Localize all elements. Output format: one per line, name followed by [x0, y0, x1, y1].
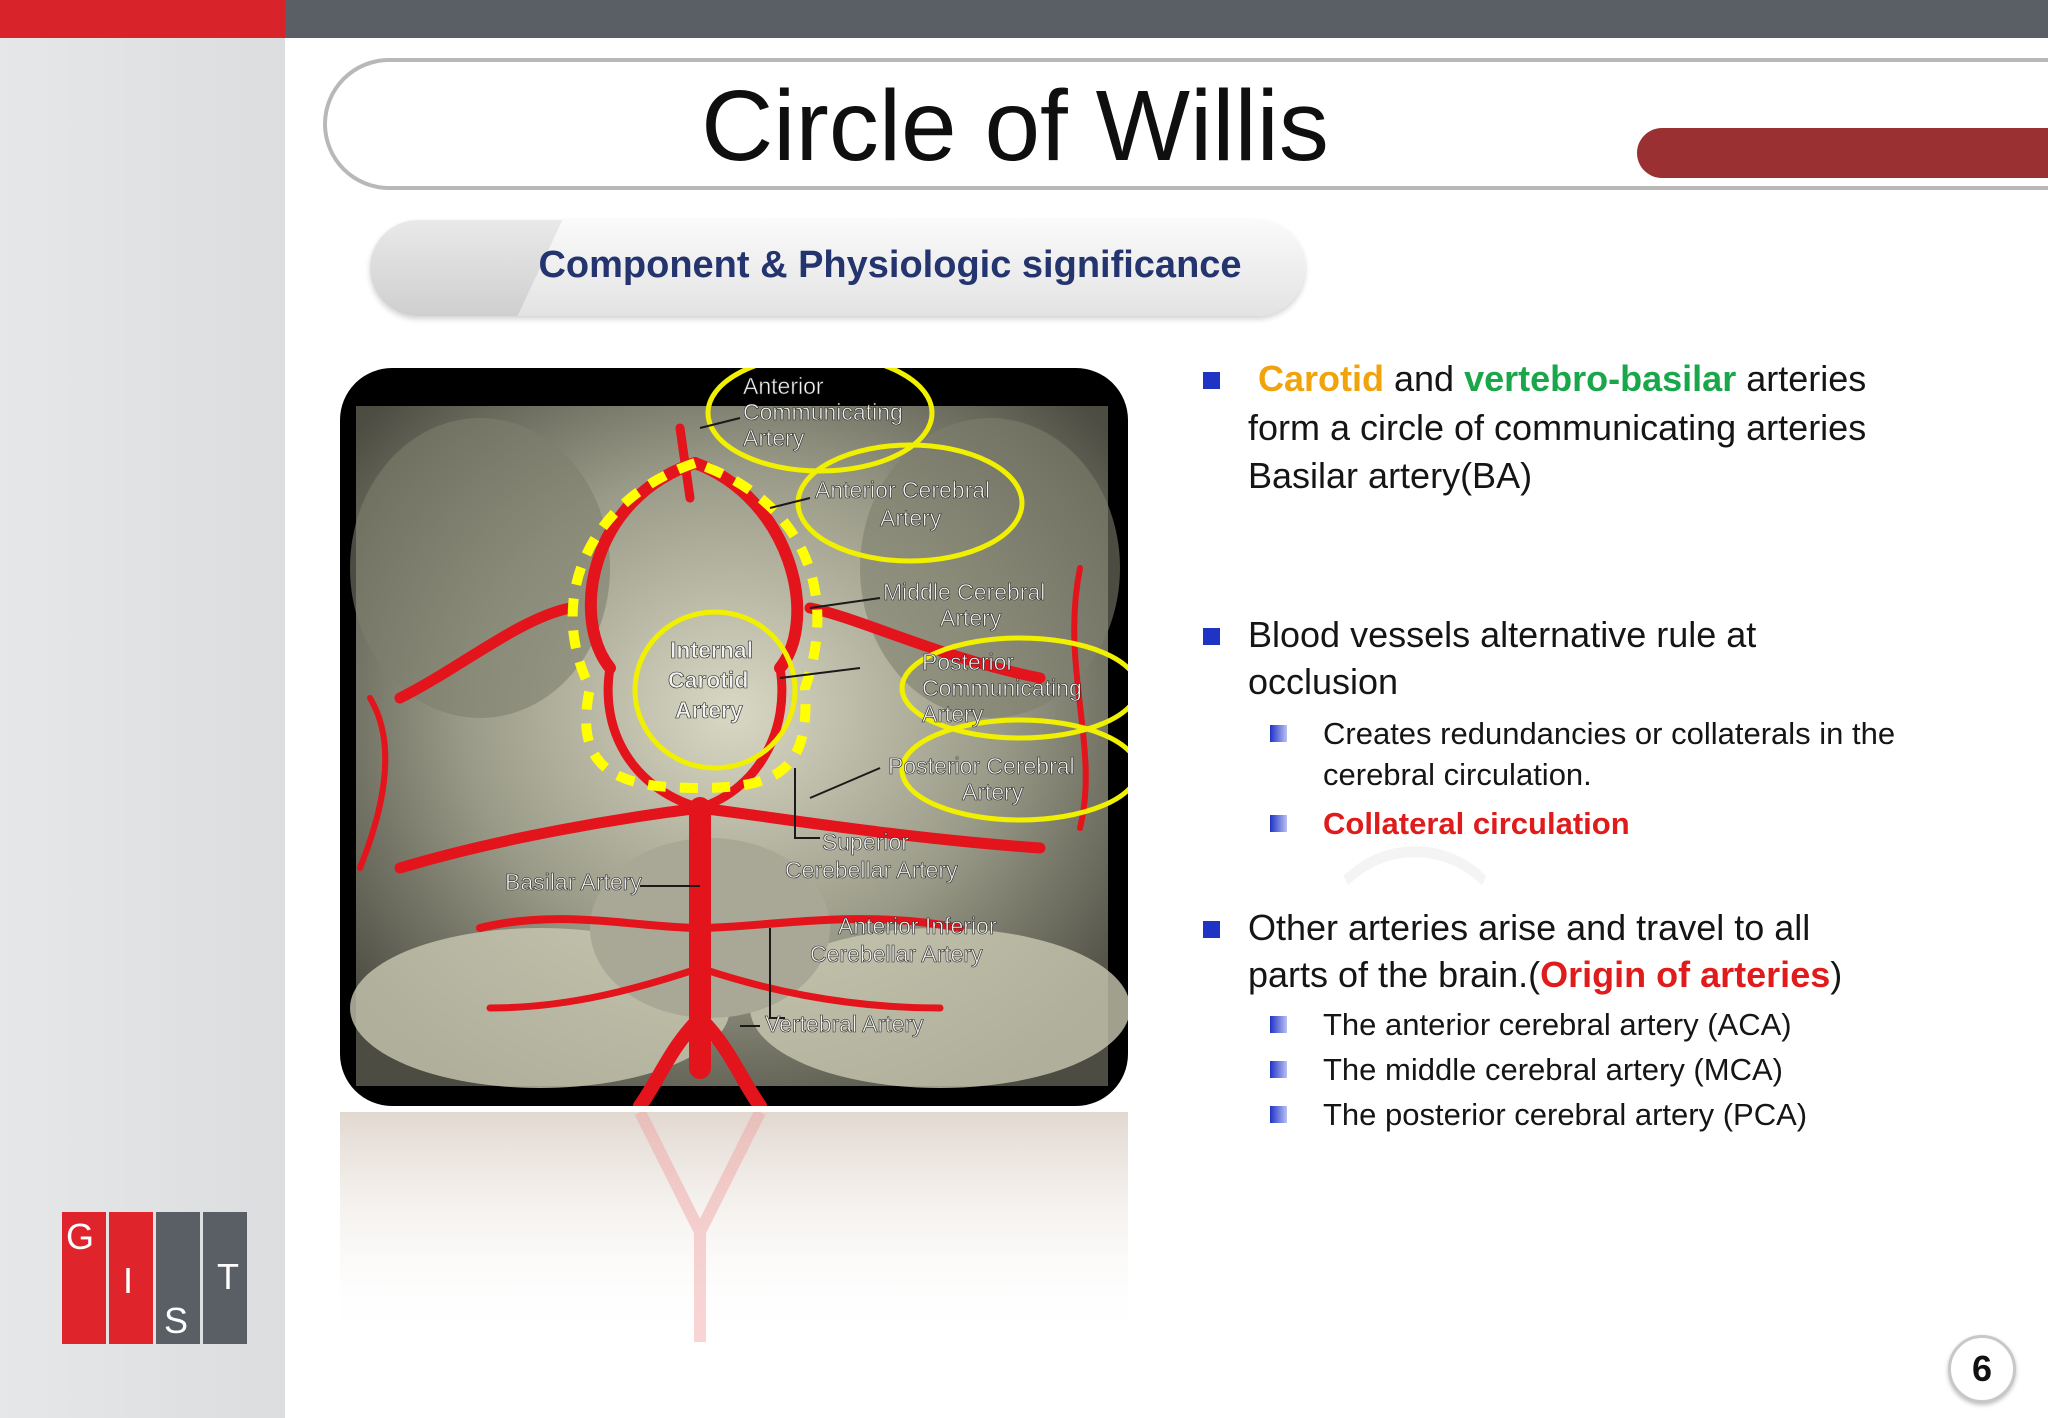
label-mca-1: Middle Cerebral: [883, 579, 1045, 605]
circle-of-willis-outline: [567, 457, 823, 794]
header-bar: [285, 0, 2048, 38]
peripheral-vessel-left: [357, 695, 389, 871]
bullet-3-line-2-pre: parts of the brain.(: [1248, 954, 1541, 995]
highlight-pca: [899, 717, 1128, 823]
bullet-3-line-2: parts of the brain.(Origin of arteries): [1248, 951, 1842, 999]
middle-cerebral-artery-left: [394, 602, 576, 704]
title-accent-pill: [1637, 128, 2048, 178]
circle-of-willis-diagram: Anterior Communicating Artery Anterior C…: [340, 368, 1128, 1106]
bullet-1-line-1: Carotid and vertebro-basilar arteries: [1248, 355, 1866, 403]
logo-letter-s: S: [164, 1300, 189, 1341]
highlight-aca: [795, 442, 1025, 564]
carotid-text: Carotid: [1258, 358, 1385, 399]
label-vertebral: Vertebral Artery: [765, 1011, 924, 1037]
bullet-3-line-1: Other arteries arise and travel to all: [1248, 907, 1811, 948]
logo-letter-g: G: [66, 1216, 95, 1257]
diagram-reflection: [340, 1112, 1128, 1342]
sub-bullet-marker: [1270, 815, 1287, 832]
posterior-cerebral-artery-right: [694, 802, 1046, 854]
subtitle-banner: Component & Physiologic significance: [370, 220, 1305, 316]
highlight-ellipses: [632, 368, 1128, 823]
artery-network: [357, 423, 1089, 1106]
label-pca-2: Artery: [962, 779, 1024, 805]
sub-bullet-marker: [1270, 1061, 1287, 1078]
title-frame: [323, 58, 2048, 190]
aica-right: [696, 964, 944, 1012]
label-pca-1: Posterior Cerebral: [888, 753, 1075, 779]
label-acomm-2: Communicating: [743, 399, 903, 425]
label-pcomm-2: Communicating: [922, 675, 1082, 701]
bullet-3-line-2-post: ): [1830, 954, 1843, 995]
logo-cell-g: G: [62, 1212, 106, 1344]
bullet-3-sub-2: The middle cerebral artery (MCA): [1323, 1052, 1783, 1087]
reflection-fade: [340, 1112, 1128, 1342]
bullet-marker: [1203, 628, 1220, 645]
bullet-1-line-3: Basilar artery(BA): [1248, 455, 1533, 496]
label-ica-2: Carotid: [668, 667, 749, 693]
bullet-3-sub-3: The posterior cerebral artery (PCA): [1323, 1097, 1808, 1132]
bullet-1-and: and: [1384, 358, 1465, 399]
highlight-ica: [632, 609, 798, 771]
header-accent-bar: [0, 0, 285, 38]
label-sca-2: Cerebellar Artery: [785, 857, 958, 883]
logo-cell-i: I: [109, 1212, 153, 1344]
bullet-2-line-2: occlusion: [1248, 661, 1399, 702]
bullet-2-line-1: Blood vessels alternative rule at: [1248, 614, 1757, 655]
posterior-communicating-artery-left: [603, 663, 705, 813]
middle-cerebral-artery-right: [804, 602, 1046, 684]
bullet-2-sub-1-line-2: cerebral circulation.: [1323, 757, 1592, 792]
vertebral-artery-left: [633, 1011, 707, 1106]
bullet-3-sub-1: The anterior cerebral artery (ACA): [1323, 1007, 1792, 1042]
label-acomm-1: Anterior: [743, 373, 824, 399]
vertebro-basilar-text: vertebro-basilar: [1464, 358, 1737, 399]
superior-cerebellar-artery-right: [696, 915, 964, 932]
bullet-marker: [1203, 372, 1220, 389]
bullet-1-rest: arteries: [1736, 358, 1867, 399]
subtitle-text: Component & Physiologic significance: [538, 244, 1242, 286]
sub-bullet-marker: [1270, 1016, 1287, 1033]
left-side-panel: [0, 38, 285, 1418]
label-sca-1: Superior: [822, 829, 909, 855]
page-number: 6: [1948, 1335, 2016, 1403]
bullet-1-line-2: form a circle of communicating arteries: [1248, 407, 1867, 448]
diagram-labels: Anterior Communicating Artery Anterior C…: [505, 373, 1082, 1038]
reflection-vessels: [634, 1112, 766, 1342]
label-basilar: Basilar Artery: [505, 869, 642, 895]
anterior-cerebral-artery-right: [689, 457, 804, 674]
aica-left: [486, 964, 704, 1012]
label-mca-2: Artery: [940, 605, 1002, 631]
posterior-cerebral-artery-left: [394, 802, 706, 874]
bullet-2-sub-1-line-1: Creates redundancies or collaterals in t…: [1323, 716, 1896, 751]
label-pcomm-3: Artery: [922, 701, 984, 727]
label-aca-1: Anterior Cerebral: [815, 477, 990, 503]
label-ica-1: Internal: [670, 637, 753, 663]
label-acomm-3: Artery: [743, 425, 805, 451]
frontal-lobe-left: [350, 418, 610, 718]
bullet-marker: [1203, 921, 1220, 938]
label-aca-2: Artery: [880, 505, 942, 531]
logo-letter-t: T: [217, 1256, 239, 1297]
watermark-glyph: ⌒: [1340, 837, 1491, 1005]
highlight-pcomm: [899, 635, 1128, 741]
label-aica-2: Cerebellar Artery: [810, 941, 983, 967]
sub-bullet-marker: [1270, 1106, 1287, 1123]
sub-bullet-marker: [1270, 725, 1287, 742]
logo-cell-t: T: [203, 1212, 247, 1344]
vertebral-artery-right: [693, 1011, 767, 1106]
origin-of-arteries-text: Origin of arteries: [1540, 954, 1831, 995]
collateral-circulation-text: Collateral circulation: [1323, 806, 1630, 841]
page-title: Circle of Willis: [701, 70, 1329, 182]
label-leader-lines: [640, 417, 881, 1027]
label-aica-1: Anterior Inferior: [838, 913, 997, 939]
superior-cerebellar-artery-left: [476, 915, 704, 932]
peripheral-vessel-right: [1071, 565, 1089, 831]
logo-cell-s: S: [156, 1212, 200, 1344]
label-ica-3: Artery: [675, 697, 743, 723]
logo-letter-i: I: [123, 1260, 134, 1301]
label-pcomm-1: Posterior: [922, 649, 1014, 675]
